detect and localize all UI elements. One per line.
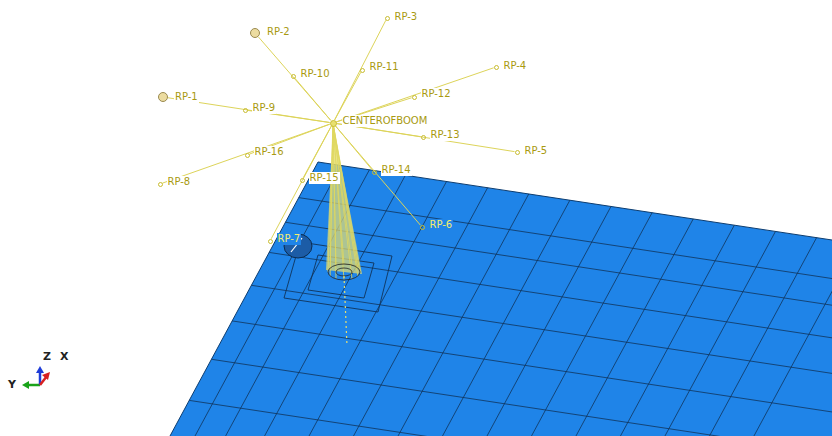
point-label: RP-5 [524,145,549,157]
coupling-line [328,123,333,272]
coupling-line [333,123,344,280]
mesh-line [299,198,832,299]
reference-point: RP-1 [158,92,168,102]
point-label: RP-6 [429,219,454,231]
coupling-line [295,78,331,120]
coupling-line [335,126,372,170]
mesh-line [232,321,832,422]
coupling-line [335,126,420,225]
coupling-line [336,124,514,152]
axis-triad [22,366,50,389]
axis-label: X [60,351,68,363]
coupling-line [336,68,493,122]
point-label: RP-4 [503,60,528,72]
point-label: RP-14 [381,164,412,176]
coupling-line [335,72,361,120]
point-label: RP-7 [277,233,302,245]
reference-point: RP-12 [412,95,417,100]
reference-point: RP-9 [243,108,248,113]
center-point: CENTEROFBOOM [330,120,337,127]
point-label: RP-15 [309,172,340,184]
point-label: CENTEROFBOOM [342,115,429,127]
reference-point: RP-10 [291,74,296,79]
coupling-cone [326,123,362,274]
mesh-line [251,285,832,386]
point-label: RP-13 [430,129,461,141]
mesh-line [568,231,775,436]
mesh-lines [134,166,832,436]
mesh-line [189,400,832,436]
mesh-line [651,244,832,436]
point-label: RP-3 [394,11,419,23]
point-label: RP-10 [300,68,331,80]
axis-label: Z [43,351,51,363]
point-label: RP-16 [254,146,285,158]
reference-point: RP-8 [158,182,163,187]
reference-point: RP-13 [421,135,426,140]
boom-axis [344,276,347,346]
point-label: RP-1 [174,91,199,103]
mesh-line [285,222,832,323]
point-label: RP-8 [167,176,192,188]
reference-point: RP-14 [372,170,377,175]
point-label: RP-11 [369,61,400,73]
coupling-line [303,126,331,178]
mesh-line [609,238,816,436]
reference-point: RP-6 [420,225,425,230]
reference-point: RP-7 [268,239,273,244]
coupling-line [333,123,360,272]
reference-point: RP-11 [360,68,365,73]
mesh-line [527,225,734,436]
point-label: RP-2 [266,26,291,38]
mesh-line [211,359,832,436]
axis-label: Y [8,379,16,391]
reference-point: RP-3 [385,16,390,21]
reference-point: RP-5 [515,150,520,155]
boom-foot [336,268,352,276]
reference-point: RP-16 [245,153,250,158]
point-label: RP-9 [252,102,277,114]
mesh-line [486,219,693,436]
mesh-line [280,188,487,436]
reference-point: RP-15 [300,178,305,183]
coupling-line [330,123,333,268]
mesh-line [404,206,611,436]
reference-point: RP-4 [494,65,499,70]
mesh-line [134,166,341,436]
coupling-line [333,123,358,276]
reference-point: RP-2 [250,28,260,38]
point-label: RP-12 [421,88,452,100]
coupling-line [333,123,352,265]
coupling-line [333,123,358,268]
plate [111,162,832,436]
